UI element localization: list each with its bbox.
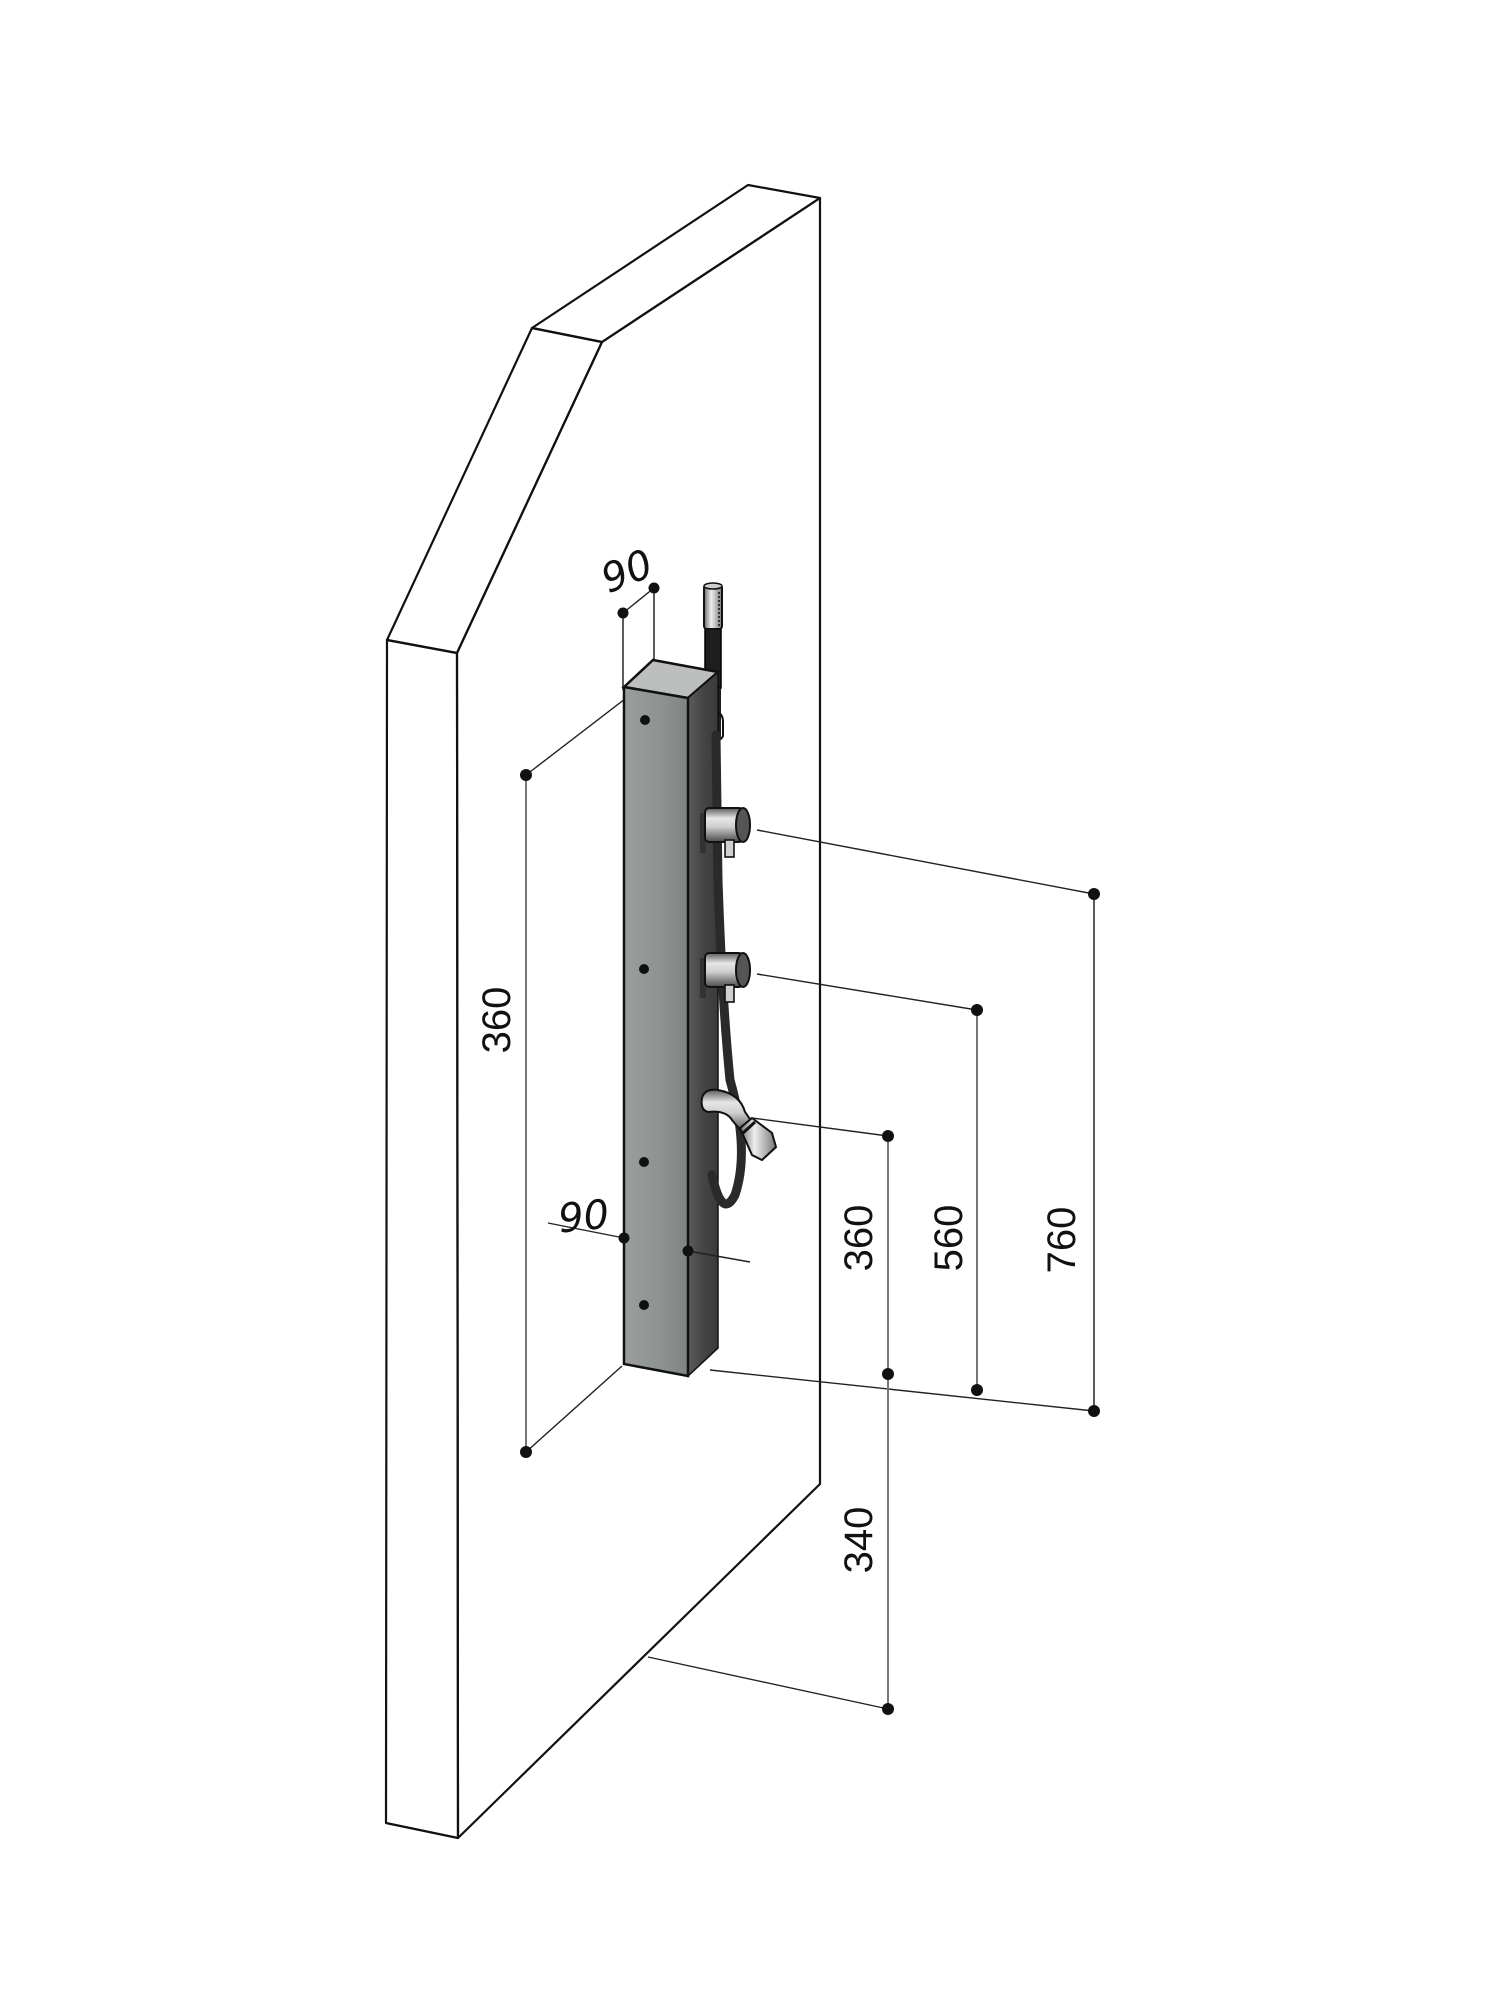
column-depth-top-label: 90 [595,541,659,603]
hand-shower-head [703,584,723,630]
upper-valve-height-label: 760 [1040,1207,1084,1274]
bolt-icon [640,715,650,725]
upper-valve-height-dimension: 760 [1040,888,1100,1417]
bolt-icon [639,964,649,974]
column-base-height-label: 340 [837,1507,881,1574]
bolt-icon [639,1157,649,1167]
lower-valve-height-dimension: 560 [927,1004,983,1396]
column-depth-bottom-label: 90 [556,1191,611,1242]
shower-column [621,658,721,1378]
wall-top-edge [530,183,822,344]
outlet-spout-height-dimension: 360 340 [837,1130,894,1715]
column-mounting-height-dimension: 360 [475,671,661,1458]
column-mounting-height-label: 360 [475,987,519,1054]
outlet-extension-lines [547,829,1095,1710]
bolt-icon [639,1300,649,1310]
column-front-face [622,685,690,1378]
wall-chamfer-edge [385,326,604,655]
wall [384,183,822,1840]
wall-face [455,196,822,1840]
wall-side-edge [384,638,460,1840]
upper-valve [700,807,751,858]
lower-valve-height-label: 560 [927,1205,971,1272]
outlet-spout-height-label: 360 [837,1205,881,1272]
column-depth-bottom-dimension: 90 [556,1191,694,1257]
lower-valve [700,952,751,1003]
